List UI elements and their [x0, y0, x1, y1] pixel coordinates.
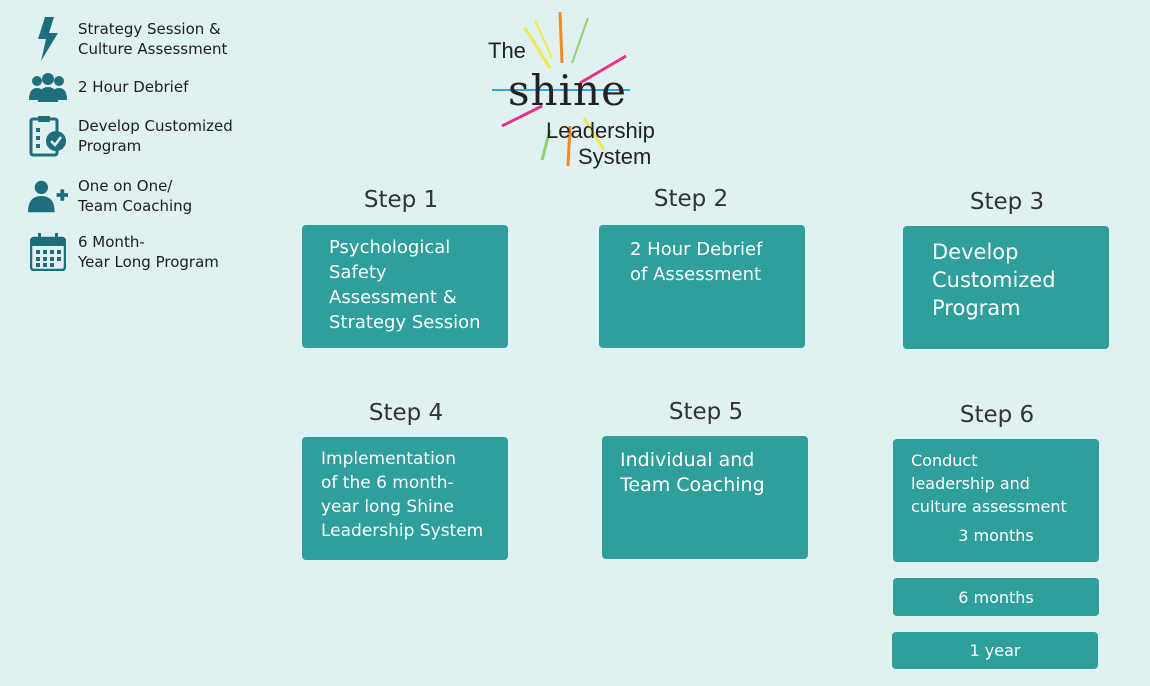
legend-item-program-length: 6 Month- Year Long Program	[28, 229, 219, 275]
step-1-title: Step 1	[363, 187, 439, 213]
legend-label: Strategy Session & Culture Assessment	[78, 20, 228, 58]
legend-label: 6 Month- Year Long Program	[78, 233, 219, 271]
step-4-text: Implementation of the 6 month- year long…	[321, 449, 484, 541]
user-add-icon	[28, 176, 68, 216]
interval-6-months: 6 months	[893, 578, 1099, 616]
shine-logo: The shine Leadership System	[480, 8, 690, 173]
step-6-title: Step 6	[959, 402, 1035, 428]
step-4-title: Step 4	[368, 400, 444, 426]
step-1-text: Psychological Safety Assessment & Strate…	[329, 237, 481, 333]
step-5-text: Individual and Team Coaching	[620, 449, 765, 496]
legend-label: Develop Customized Program	[78, 117, 233, 155]
logo-shine: shine	[508, 66, 627, 115]
legend-item-debrief: 2 Hour Debrief	[28, 64, 188, 110]
group-icon	[28, 67, 68, 107]
interval-1-year: 1 year	[892, 632, 1098, 669]
step-4-card: Implementation of the 6 month- year long…	[302, 437, 508, 560]
calendar-icon	[28, 232, 68, 272]
step-6-interval: 3 months	[958, 526, 1034, 545]
legend-item-strategy: Strategy Session & Culture Assessment	[28, 16, 227, 62]
step-2-card: 2 Hour Debrief of Assessment	[599, 225, 805, 348]
logo-leadership: Leadership	[546, 118, 655, 143]
logo-system: System	[578, 144, 652, 169]
legend-item-coaching: One on One/ Team Coaching	[28, 173, 192, 219]
step-3-card: Develop Customized Program	[903, 226, 1109, 349]
sunburst-icon	[492, 11, 630, 167]
step-2-title: Step 2	[653, 186, 729, 212]
step-6-text: Conduct leadership and culture assessmen…	[911, 451, 1067, 516]
legend-item-program: Develop Customized Program	[28, 113, 233, 159]
logo-the: The	[488, 38, 526, 63]
clipboard-check-icon	[28, 116, 68, 157]
step-3-text: Develop Customized Program	[932, 240, 1056, 320]
legend-label: One on One/ Team Coaching	[78, 177, 193, 215]
step-2-text: 2 Hour Debrief of Assessment	[630, 239, 763, 285]
legend-label: 2 Hour Debrief	[78, 78, 189, 96]
step-3-title: Step 3	[969, 189, 1045, 215]
step-5-title: Step 5	[668, 399, 744, 425]
lightning-icon	[28, 17, 68, 61]
step-5-card: Individual and Team Coaching	[602, 436, 808, 559]
step-6-card: Conduct leadership and culture assessmen…	[893, 439, 1099, 562]
step-1-card: Psychological Safety Assessment & Strate…	[302, 225, 508, 348]
